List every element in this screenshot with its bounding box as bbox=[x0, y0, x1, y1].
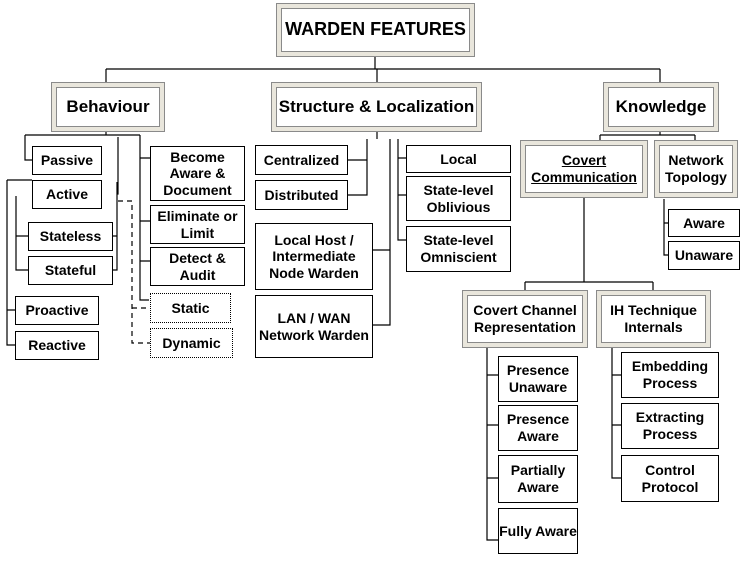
node-presence-aware: Presence Aware bbox=[498, 405, 578, 451]
node-static: Static bbox=[150, 293, 231, 323]
node-extracting-process: Extracting Process bbox=[621, 403, 719, 449]
node-proactive: Proactive bbox=[15, 296, 99, 325]
covert-channel-representation-label: Covert Channel Representation bbox=[467, 295, 583, 343]
node-stateless: Stateless bbox=[28, 222, 113, 251]
node-presence-unaware: Presence Unaware bbox=[498, 356, 578, 402]
root-node: WARDEN FEATURES bbox=[276, 3, 475, 57]
category-structure: Structure & Localization bbox=[271, 82, 482, 132]
network-topology-label: Network Topology bbox=[659, 145, 733, 193]
node-partially-aware: Partially Aware bbox=[498, 455, 578, 503]
category-structure-label: Structure & Localization bbox=[276, 87, 477, 127]
root-label: WARDEN FEATURES bbox=[281, 8, 470, 52]
covert-communication-label: Covert Communication bbox=[525, 145, 643, 193]
ih-technique-internals-label: IH Technique Internals bbox=[601, 295, 706, 343]
node-stateful: Stateful bbox=[28, 256, 113, 285]
category-behaviour: Behaviour bbox=[51, 82, 165, 132]
node-fully-aware: Fully Aware bbox=[498, 508, 578, 554]
node-detect: Detect & Audit bbox=[150, 247, 245, 286]
node-covert-channel-representation: Covert Channel Representation bbox=[462, 290, 588, 348]
node-reactive: Reactive bbox=[15, 331, 99, 360]
node-dynamic: Dynamic bbox=[150, 328, 233, 358]
node-network-topology: Network Topology bbox=[654, 140, 738, 198]
node-covert-communication: Covert Communication bbox=[520, 140, 648, 198]
node-local-host: Local Host / Intermediate Node Warden bbox=[255, 223, 373, 290]
node-lan-wan: LAN / WAN Network Warden bbox=[255, 295, 373, 358]
node-centralized: Centralized bbox=[255, 145, 348, 175]
node-become-aware: Become Aware & Document bbox=[150, 146, 245, 201]
category-knowledge: Knowledge bbox=[603, 82, 719, 132]
node-embedding-process: Embedding Process bbox=[621, 352, 719, 398]
node-passive: Passive bbox=[32, 146, 102, 175]
node-active: Active bbox=[32, 180, 102, 209]
node-aware: Aware bbox=[668, 209, 740, 237]
node-ih-technique-internals: IH Technique Internals bbox=[596, 290, 711, 348]
node-distributed: Distributed bbox=[255, 180, 348, 210]
node-control-protocol: Control Protocol bbox=[621, 455, 719, 502]
node-local: Local bbox=[406, 145, 511, 173]
node-unaware: Unaware bbox=[668, 241, 740, 270]
category-behaviour-label: Behaviour bbox=[56, 87, 160, 127]
node-state-oblivious: State-level Oblivious bbox=[406, 176, 511, 221]
node-eliminate: Eliminate or Limit bbox=[150, 205, 245, 244]
category-knowledge-label: Knowledge bbox=[608, 87, 714, 127]
node-state-omniscient: State-level Omniscient bbox=[406, 226, 511, 272]
